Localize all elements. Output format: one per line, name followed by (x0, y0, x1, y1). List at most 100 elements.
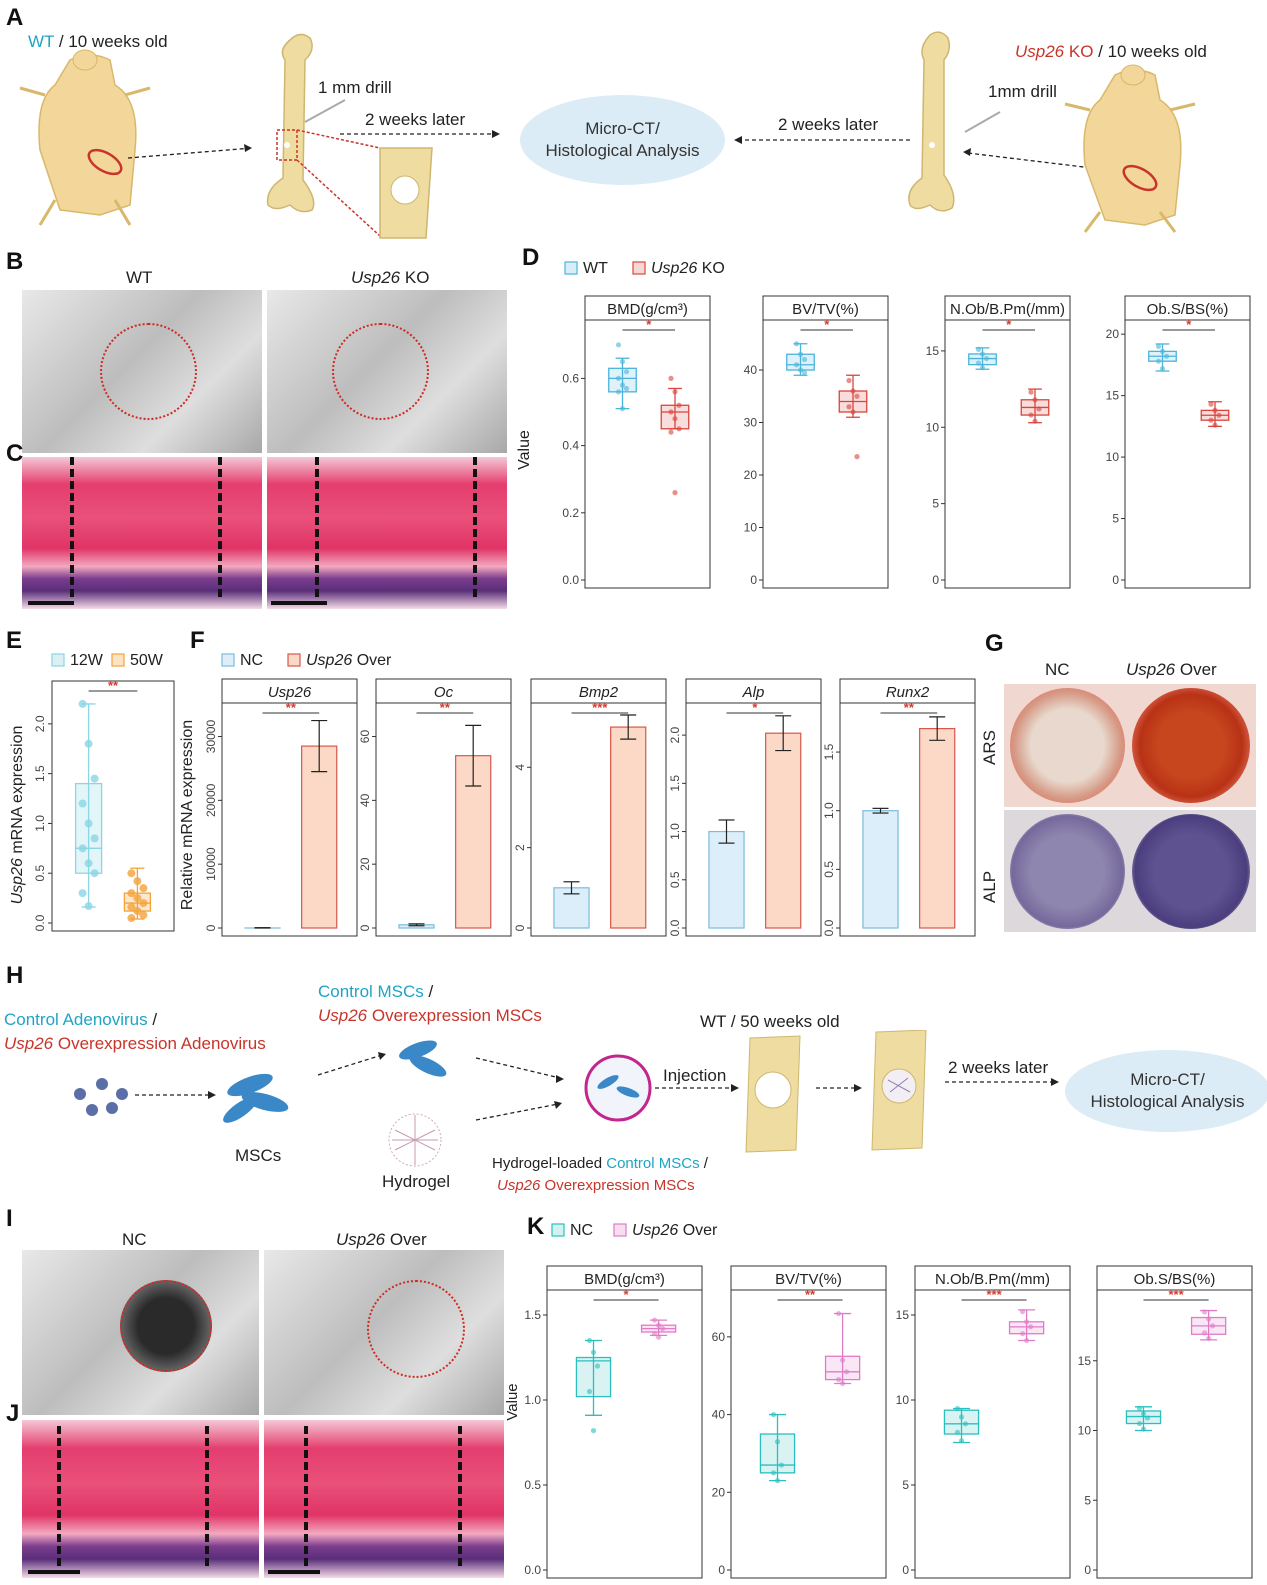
data-point (801, 370, 808, 376)
data-point (139, 884, 148, 893)
y-tick-label: 10 (926, 420, 940, 434)
facet-frame (914, 1289, 1071, 1579)
data-point (836, 1377, 842, 1383)
panel-c-label: C (6, 440, 24, 467)
y-tick-label: 1.0 (33, 815, 47, 832)
box-iqr (1125, 1410, 1162, 1425)
y-tick-label: 40 (712, 1408, 726, 1422)
data-point (84, 859, 93, 868)
significance-stars: ** (904, 700, 915, 715)
data-point (958, 1414, 965, 1420)
y-tick-label: 0 (1112, 573, 1119, 587)
data-point (90, 774, 99, 783)
data-point (590, 1428, 597, 1434)
data-point (133, 894, 142, 903)
significance-stars: ** (108, 678, 119, 693)
facet-title: Bmp2 (579, 684, 619, 701)
data-point (619, 406, 626, 412)
bone-filled-icon (871, 1030, 927, 1151)
data-point (78, 889, 87, 898)
data-point (1159, 365, 1166, 372)
panel-g-label: G (985, 630, 1004, 657)
y-axis-label: Value (516, 430, 533, 470)
hydrogel-icon (388, 1113, 442, 1167)
data-point (1206, 1335, 1212, 1342)
panel-b-ko-title: Usp26 KO (351, 268, 430, 287)
y-tick-label: 0.5 (668, 871, 682, 888)
panel-g-ars-label: ARS (980, 730, 999, 765)
data-point (1202, 1330, 1208, 1336)
data-point (615, 342, 622, 348)
bar (301, 745, 338, 929)
bar (553, 887, 590, 929)
defect-circle (332, 323, 429, 420)
legend-label: 50W (130, 652, 164, 669)
data-point (623, 369, 630, 375)
significance-stars: * (824, 317, 830, 332)
legend-swatch (564, 261, 578, 275)
data-point (1208, 401, 1214, 407)
significance-stars: * (1006, 317, 1012, 332)
data-point (975, 360, 982, 366)
y-tick-label: 0.4 (562, 439, 579, 453)
histology-wt-image (22, 457, 262, 609)
facet-header (530, 678, 667, 704)
defect-margin-line (458, 1426, 462, 1566)
data-point (623, 385, 630, 392)
loaded-hydrogel-icon (584, 1054, 652, 1122)
y-tick-label: 0 (718, 1563, 725, 1577)
data-point (672, 416, 678, 422)
data-point (1202, 1309, 1208, 1315)
data-point (619, 359, 626, 365)
data-point (844, 1369, 850, 1375)
defect-circle (120, 1280, 212, 1372)
panel-f-label: F (190, 627, 205, 654)
data-point (652, 1331, 658, 1337)
data-point (1155, 343, 1162, 350)
y-tick-label: 60 (358, 730, 372, 744)
data-point (854, 454, 860, 460)
data-point (854, 393, 860, 399)
facet-frame (730, 1289, 887, 1579)
legend-swatch (287, 653, 301, 667)
facet-frame (530, 702, 667, 937)
data-point (590, 1349, 597, 1355)
data-point (1212, 422, 1218, 428)
later-left-label: 2 weeks later (365, 110, 466, 129)
data-point (774, 1478, 781, 1484)
data-point (983, 355, 990, 362)
y-tick-label: 1.5 (822, 743, 836, 760)
data-point (127, 869, 136, 878)
panel-i-label: I (6, 1205, 13, 1232)
data-point (1216, 412, 1222, 418)
defect-margin-line (218, 457, 222, 597)
data-point (84, 819, 93, 828)
panel-i-over-title: Usp26 Over (336, 1230, 427, 1249)
msc-over-label: Usp26 Overexpression MSCs (318, 1006, 542, 1025)
defect-circle (100, 323, 197, 420)
significance-stars: * (646, 317, 652, 332)
y-tick-label: 0.2 (562, 506, 579, 520)
defect-margin-line (57, 1426, 61, 1566)
bar (708, 830, 745, 929)
data-point (1159, 348, 1166, 354)
box-iqr (74, 782, 103, 874)
injection-label: Injection (663, 1066, 727, 1085)
significance-stars: ** (286, 700, 297, 715)
data-point (979, 365, 986, 371)
y-tick-label: 1.5 (668, 775, 682, 792)
y-tick-label: 20 (712, 1485, 726, 1499)
data-point (90, 834, 99, 843)
legend-label: Usp26 Over (306, 652, 392, 669)
facet-frame (685, 702, 822, 937)
y-tick-label: 0 (902, 1563, 909, 1577)
histology-over-image (264, 1420, 504, 1578)
loaded-label-1: Hydrogel-loaded Control MSCs / (492, 1155, 708, 1172)
panel-a-label: A (6, 4, 24, 31)
data-point (1032, 397, 1038, 403)
bar (610, 726, 647, 929)
y-axis-label: Usp26 mRNA expression (9, 726, 26, 905)
drill-left-label: 1 mm drill (318, 78, 392, 97)
panel-i-nc-title: NC (122, 1230, 147, 1249)
